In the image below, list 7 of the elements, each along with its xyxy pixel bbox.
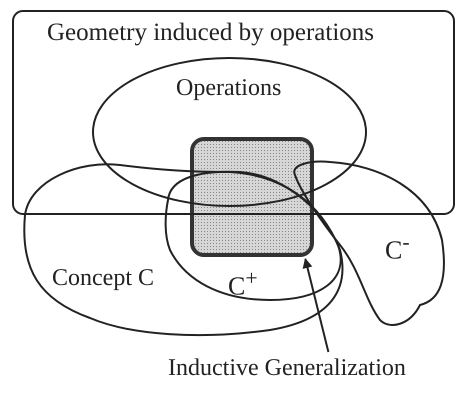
region-label: C$^{+}$ bbox=[228, 268, 258, 300]
region-label: Inductive Generalization bbox=[168, 356, 406, 380]
leader-arrow bbox=[302, 258, 330, 352]
region-label: Geometry induced by operations bbox=[47, 20, 374, 45]
region-label: C$^{-}$ bbox=[385, 232, 410, 264]
region-label: Concept C bbox=[52, 266, 154, 290]
region-label: Operations bbox=[176, 76, 282, 100]
